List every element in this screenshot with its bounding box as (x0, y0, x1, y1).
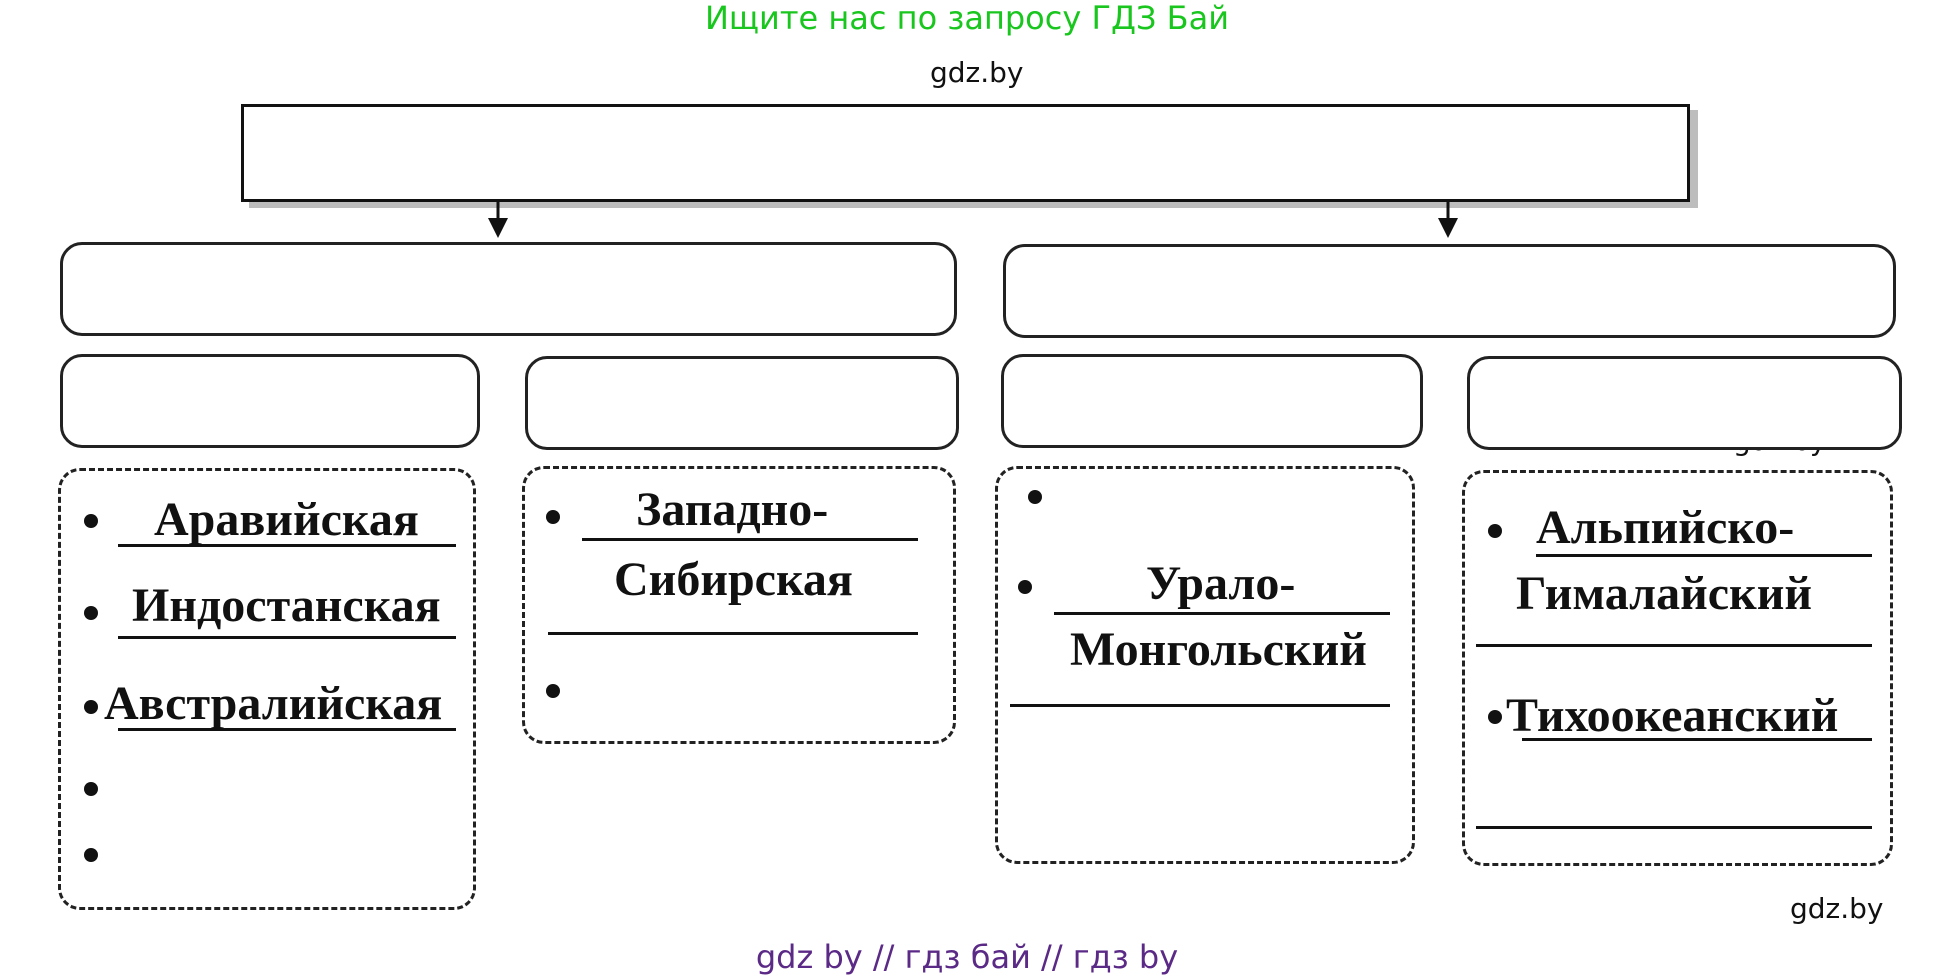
region-item: Австралийская (104, 677, 443, 730)
answer-line (1054, 612, 1390, 615)
answer-line (1522, 738, 1872, 741)
region-item: Гималайский (1516, 567, 1813, 620)
region-item: Сибирская (614, 553, 853, 606)
region-item: Альпийско- (1536, 501, 1795, 554)
watermark: gdz.by (1790, 892, 1884, 925)
third-level-box-1 (60, 354, 480, 448)
region-item: Урало- (1146, 557, 1296, 610)
search-banner[interactable]: Ищите нас по запросу ГДЗ Бай (704, 0, 1230, 37)
second-level-box-left (60, 242, 957, 336)
answer-line (1536, 554, 1872, 557)
bullet (1028, 490, 1042, 504)
answer-line (1476, 826, 1872, 829)
bullet (1488, 524, 1502, 538)
bullet (84, 606, 98, 620)
bullet (84, 700, 98, 714)
top-level-box (241, 104, 1690, 202)
bullet (84, 514, 98, 528)
region-list-box-1 (58, 468, 476, 910)
region-list-box-4 (1462, 470, 1893, 866)
region-item: Аравийская (154, 493, 419, 546)
bullet (84, 782, 98, 796)
answer-line (582, 538, 918, 541)
bullet (84, 848, 98, 862)
answer-line (118, 728, 456, 731)
answer-line (118, 544, 456, 547)
region-list-box-3 (995, 466, 1415, 864)
answer-line (118, 636, 456, 639)
region-item: Западно- (636, 483, 829, 536)
answer-line (1476, 644, 1872, 647)
region-item: Индостанская (132, 579, 441, 632)
bullet (1018, 580, 1032, 594)
bullet (1488, 710, 1502, 724)
third-level-box-3 (1001, 354, 1423, 448)
bullet (546, 684, 560, 698)
second-level-box-right (1003, 244, 1896, 338)
watermark: gdz.by (930, 56, 1024, 89)
region-item: Монгольский (1070, 623, 1367, 676)
bullet (546, 510, 560, 524)
region-list-box-2 (522, 466, 956, 744)
answer-line (1010, 704, 1390, 707)
third-level-box-2 (525, 356, 959, 450)
footer-links[interactable]: gdz by // гдз бай // гдз by (755, 938, 1179, 976)
region-item: Тихоокеанский (1506, 689, 1839, 742)
third-level-box-4 (1467, 356, 1902, 450)
answer-line (548, 632, 918, 635)
